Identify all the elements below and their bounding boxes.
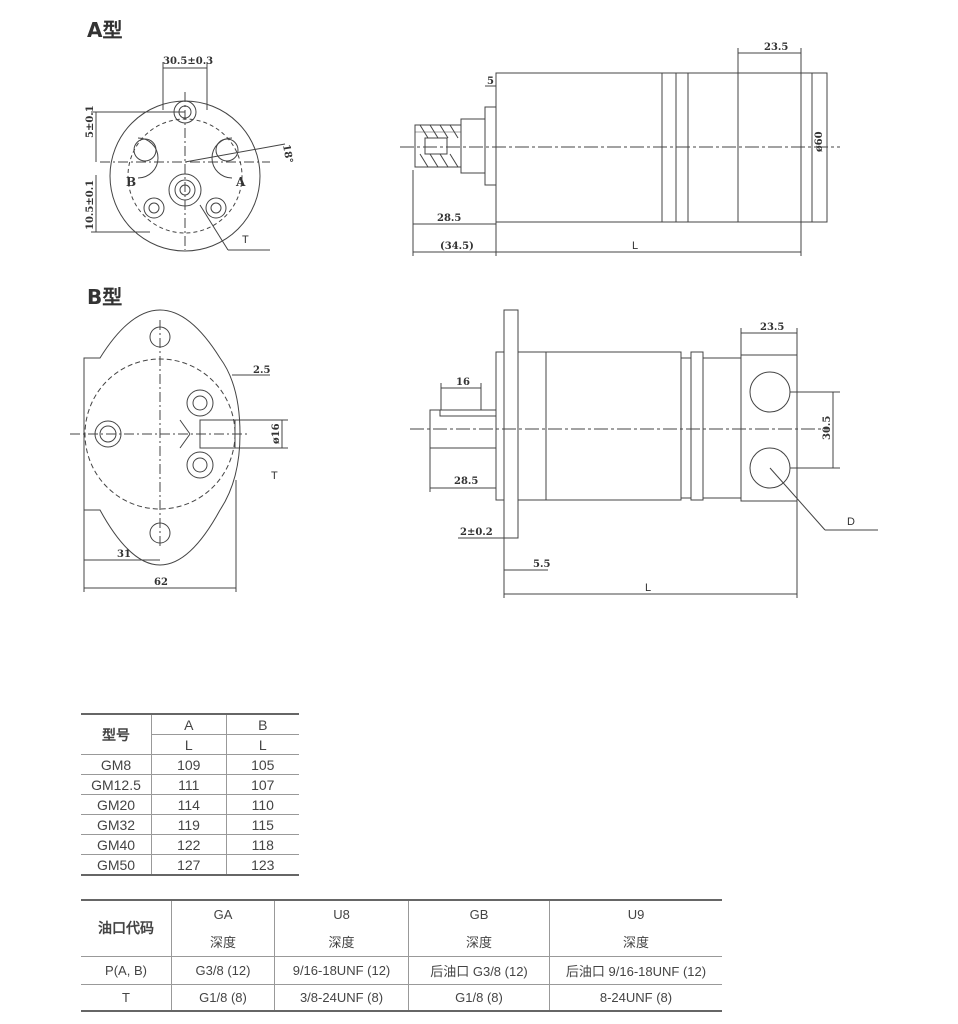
section-title-b: B型	[87, 285, 123, 309]
cell-a: 127	[151, 854, 226, 876]
header-model: 型号	[81, 714, 152, 755]
cell-model: GM40	[81, 834, 152, 855]
cell-a: 114	[151, 794, 226, 815]
cell-model: GM8	[81, 754, 152, 775]
b-side-labels: 16 23.5 30.5 28.5 2±0.2 5.5 L D	[454, 322, 855, 594]
header-c1: GA	[171, 900, 275, 928]
header-col-b: B	[225, 714, 299, 735]
b-shaft-len: 28.5	[454, 476, 478, 487]
cell-b: 115	[225, 814, 299, 835]
cell-c2: 3/8-24UNF (8)	[274, 984, 409, 1012]
a-port-t: T	[242, 234, 249, 246]
a-shaft-len: 28.5	[437, 213, 461, 224]
cell-b: 123	[225, 854, 299, 876]
cell-b: 110	[225, 794, 299, 815]
b-side-view	[410, 309, 878, 598]
header-c3: GB	[408, 900, 550, 928]
b-front-labels: 2.5 ø16 T 31 62	[117, 365, 282, 588]
b-width: 62	[154, 577, 168, 588]
a-overall-shaft: (34.5)	[440, 241, 474, 252]
depth-c1: 深度	[171, 928, 275, 957]
b-port-spacing: 30.5	[822, 416, 833, 440]
cell-model: GM20	[81, 794, 152, 815]
depth-c2: 深度	[274, 928, 409, 957]
technical-drawing: 30.5±0.3 5±0.1 10.5±0.1 18° B A T 5 23.5…	[70, 42, 878, 598]
cell-c1: G3/8 (12)	[171, 956, 275, 985]
cell-b: 107	[225, 774, 299, 795]
header-c4: U9	[549, 900, 722, 928]
cell-a: 122	[151, 834, 226, 855]
a-end-len: 23.5	[764, 42, 788, 53]
a-width-dim: 30.5±0.3	[163, 56, 213, 67]
b-diameter: ø16	[271, 423, 282, 444]
cell-model: GM12.5	[81, 774, 152, 795]
a-length: L	[632, 240, 638, 252]
table-row: P(A, B) G3/8 (12) 9/16-18UNF (12) 后油口 G3…	[81, 956, 722, 985]
b-front-view	[70, 309, 288, 592]
cell-c4: 8-24UNF (8)	[549, 984, 722, 1012]
header-c2: U8	[274, 900, 409, 928]
b-length: L	[645, 582, 651, 594]
b-port-d: D	[847, 516, 855, 528]
header-sub-b: L	[225, 734, 299, 755]
section-title-a: A型	[87, 18, 123, 42]
cell-a: 119	[151, 814, 226, 835]
a-angle: 18°	[280, 144, 294, 165]
header-sub-a: L	[151, 734, 226, 755]
depth-c4: 深度	[549, 928, 722, 957]
a-flange: 5	[487, 76, 494, 87]
port-code-table: 油口代码 GA U8 GB U9 深度 深度 深度 深度 P(A, B) G3/…	[81, 899, 722, 1012]
cell-b: 118	[225, 834, 299, 855]
header-col-a: A	[151, 714, 226, 735]
cell-c3: 后油口 G3/8 (12)	[408, 956, 550, 985]
cell-c2: 9/16-18UNF (12)	[274, 956, 409, 985]
b-key-len: 16	[456, 377, 470, 388]
b-offset: 2.5	[253, 365, 270, 376]
cell-c1: G1/8 (8)	[171, 984, 275, 1012]
cell-a: 111	[151, 774, 226, 795]
cell-name: T	[81, 984, 172, 1012]
a-bottom-offset: 10.5±0.1	[85, 180, 96, 230]
a-front-labels: 30.5±0.3 5±0.1 10.5±0.1 18° B A T	[85, 56, 294, 246]
b-end-len: 23.5	[760, 322, 784, 333]
a-front-view	[91, 62, 286, 252]
cell-model: GM32	[81, 814, 152, 835]
cell-a: 109	[151, 754, 226, 775]
cell-c4: 后油口 9/16-18UNF (12)	[549, 956, 722, 985]
a-port-a: A	[235, 175, 246, 189]
a-diameter: ø60	[814, 131, 825, 152]
b-half-width: 31	[117, 549, 131, 560]
cell-c3: G1/8 (8)	[408, 984, 550, 1012]
a-side-labels: 5 23.5 ø60 28.5 (34.5) L	[437, 42, 825, 252]
a-port-b: B	[126, 175, 136, 189]
a-side-view	[400, 48, 840, 256]
b-port-t: T	[271, 470, 278, 482]
depth-c3: 深度	[408, 928, 550, 957]
table-row: T G1/8 (8) 3/8-24UNF (8) G1/8 (8) 8-24UN…	[81, 984, 722, 1012]
cell-b: 105	[225, 754, 299, 775]
a-top-offset: 5±0.1	[85, 105, 96, 138]
b-flange-off: 5.5	[533, 559, 550, 570]
cell-model: GM50	[81, 854, 152, 876]
b-flange-thk: 2±0.2	[460, 527, 493, 538]
header-code: 油口代码	[81, 900, 172, 957]
cell-name: P(A, B)	[81, 956, 172, 985]
